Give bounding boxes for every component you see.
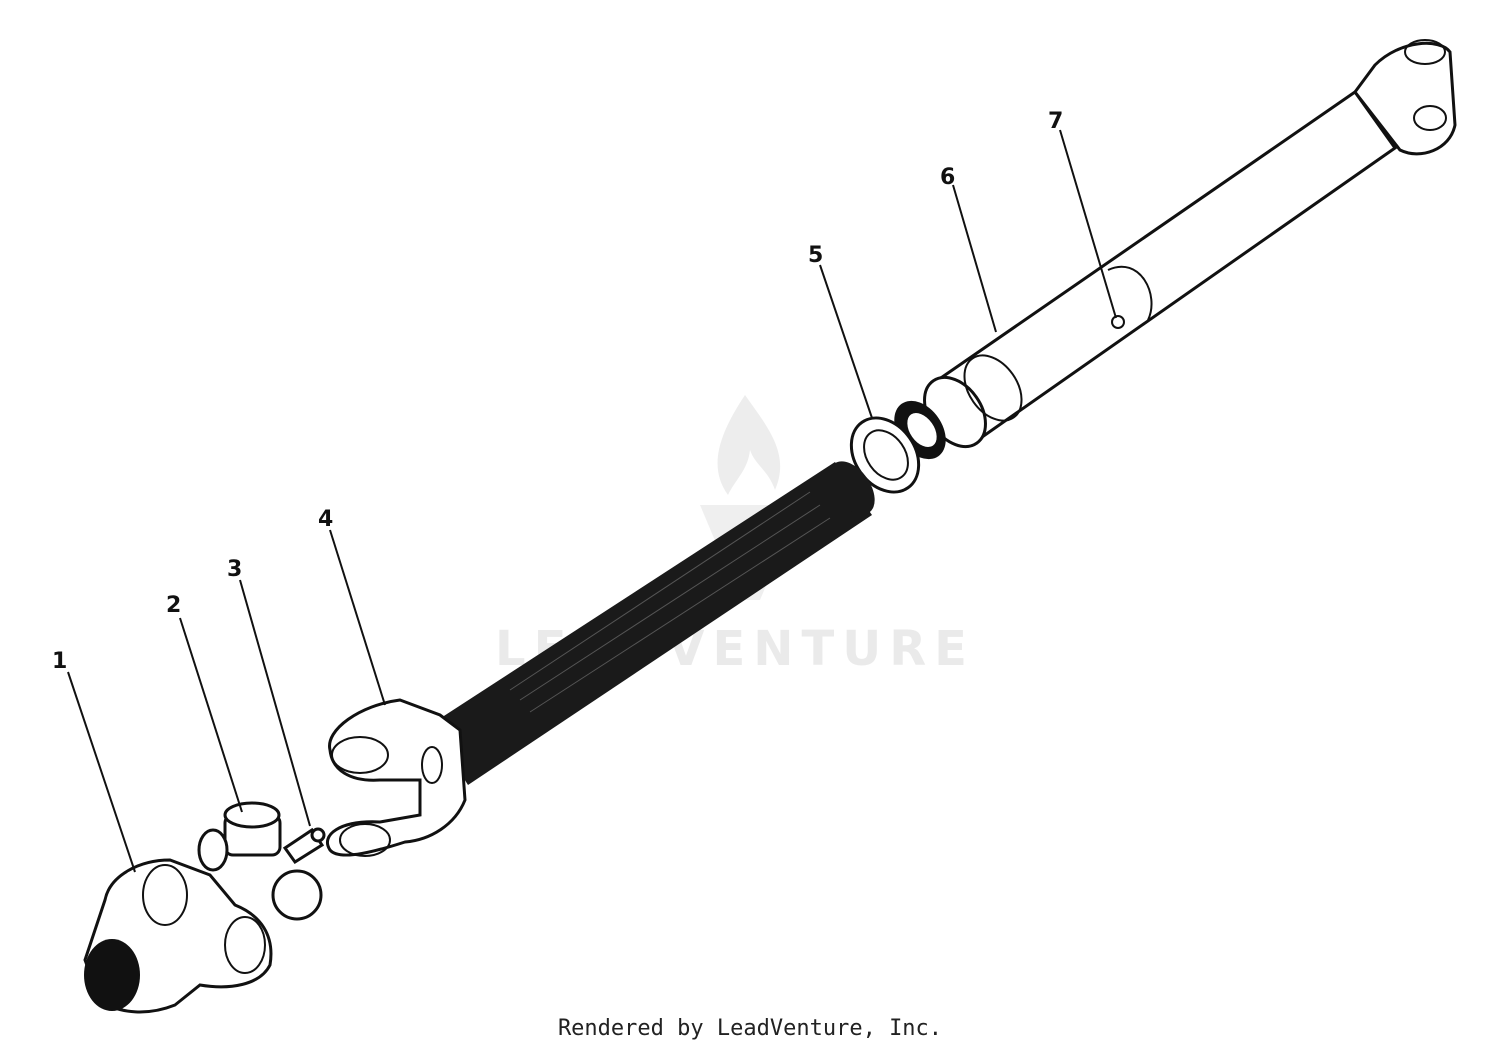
footer-credit: Rendered by LeadVenture, Inc. [557,1016,943,1041]
part-4-slip-yoke [326,698,467,857]
callout-6: 6 [940,165,955,190]
part-5-seal-ring [849,416,921,494]
callout-2: 2 [166,593,181,618]
watermark-flame-icon [717,395,781,495]
splined-shaft [430,461,875,785]
callout-7: 7 [1048,109,1063,134]
callout-4: 4 [318,507,333,532]
callout-1: 1 [52,649,67,674]
part-2-cross-bearing [197,801,323,921]
part-1-end-yoke [83,858,273,1014]
callout-3: 3 [227,557,242,582]
part-3-grease-fitting [282,827,326,865]
leader-lines [67,129,1117,873]
callout-5: 5 [808,243,823,268]
part-6-outer-tube [923,89,1398,449]
grease-fitting-7 [1111,315,1125,329]
end-yoke-right [1353,39,1457,156]
